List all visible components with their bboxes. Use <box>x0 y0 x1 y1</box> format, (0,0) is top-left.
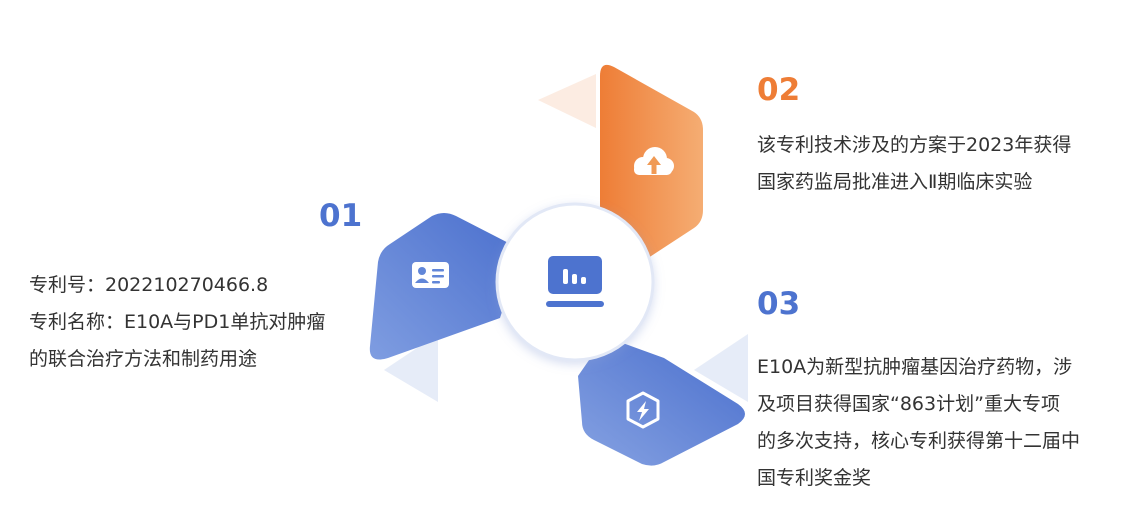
step-02-line-1: 该专利技术涉及的方案于2023年获得 <box>757 134 1072 156</box>
ghost-triangle-left <box>384 334 438 402</box>
step-01-number: 01 <box>319 198 363 234</box>
ghost-triangle-right <box>694 334 748 402</box>
step-03-description: E10A为新型抗肿瘤基因治疗药物，涉 及项目获得国家“863计划”重大专项 的多… <box>757 349 1080 497</box>
ghost-triangle-top <box>538 74 596 128</box>
step-03-line-3: 的多次支持，核心专利获得第十二届中 <box>757 430 1081 452</box>
step-02-description: 该专利技术涉及的方案于2023年获得 国家药监局批准进入Ⅱ期临床实验 <box>757 127 1071 201</box>
step-01-line-1: 专利号：202210270466.8 <box>29 274 269 296</box>
cloud-upload-icon <box>634 147 674 175</box>
step-02-line-2: 国家药监局批准进入Ⅱ期临床实验 <box>757 171 1033 193</box>
id-card-icon <box>412 262 449 288</box>
step-03-line-2: 及项目获得国家“863计划”重大专项 <box>757 393 1060 415</box>
step-03-line-1: E10A为新型抗肿瘤基因治疗药物，涉 <box>757 356 1073 378</box>
step-01-line-2: 专利名称：E10A与PD1单抗对肿瘤 <box>29 311 326 333</box>
chart-monitor-icon <box>546 256 604 307</box>
lightning-badge-icon <box>626 391 660 429</box>
petal-03 <box>578 342 745 466</box>
step-03-line-4: 国专利奖金奖 <box>757 467 872 489</box>
step-03-number: 03 <box>757 286 801 322</box>
step-01-description: 专利号：202210270466.8 专利名称：E10A与PD1单抗对肿瘤 的联… <box>29 267 325 378</box>
step-01-line-3: 的联合治疗方法和制药用途 <box>29 348 258 370</box>
step-02-number: 02 <box>757 72 801 108</box>
